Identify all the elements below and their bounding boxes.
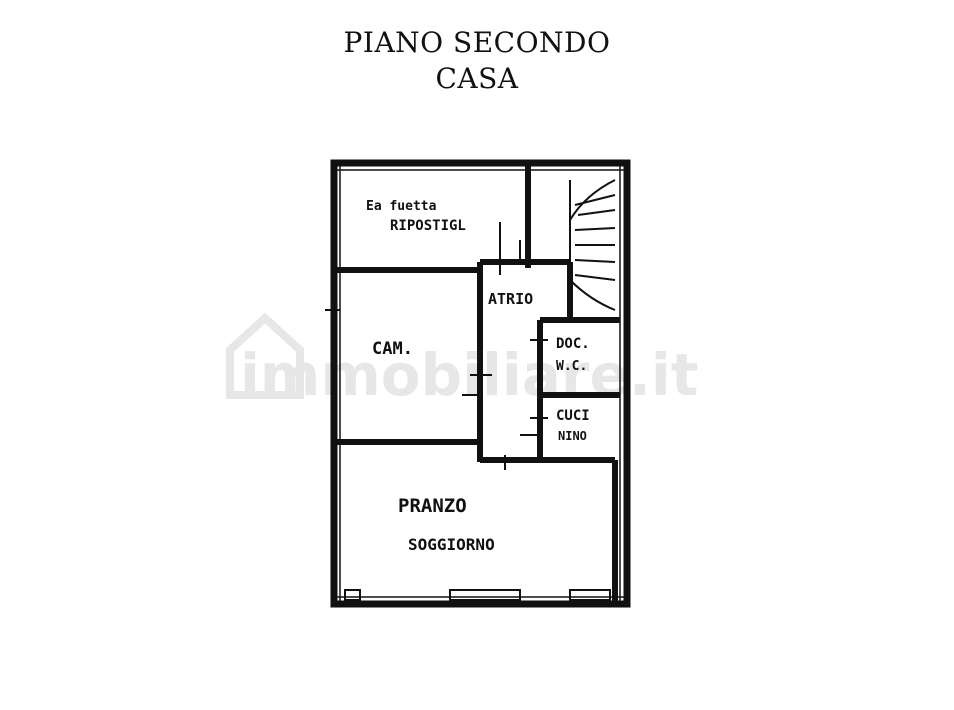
camera-label: CAM. <box>372 339 413 359</box>
ripostiglio-label: RIPOSTIGL <box>390 218 466 234</box>
interior-walls <box>334 163 620 604</box>
atrio-label: ATRIO <box>488 290 533 308</box>
doccia-label: DOC. <box>556 336 590 352</box>
outer-walls <box>330 159 631 608</box>
watermark-text: immobiliare.it <box>240 341 698 409</box>
balcony-label: Ea fuetta <box>366 199 437 214</box>
pranzo-label: PRANZO <box>398 495 467 517</box>
wc-label: W.C. <box>556 359 587 374</box>
cucina-label-2: NINO <box>558 429 587 443</box>
plan-subtitle: CASA <box>435 62 519 95</box>
wall-hatching <box>334 163 627 604</box>
plan-title: PIANO SECONDO <box>343 26 611 59</box>
staircase <box>569 179 616 311</box>
watermark-logo: immobiliare.it <box>226 312 698 409</box>
windows <box>344 589 611 601</box>
door-marks <box>325 222 548 470</box>
cucina-label: CUCI <box>556 408 590 424</box>
soggiorno-label: SOGGIORNO <box>408 535 495 554</box>
